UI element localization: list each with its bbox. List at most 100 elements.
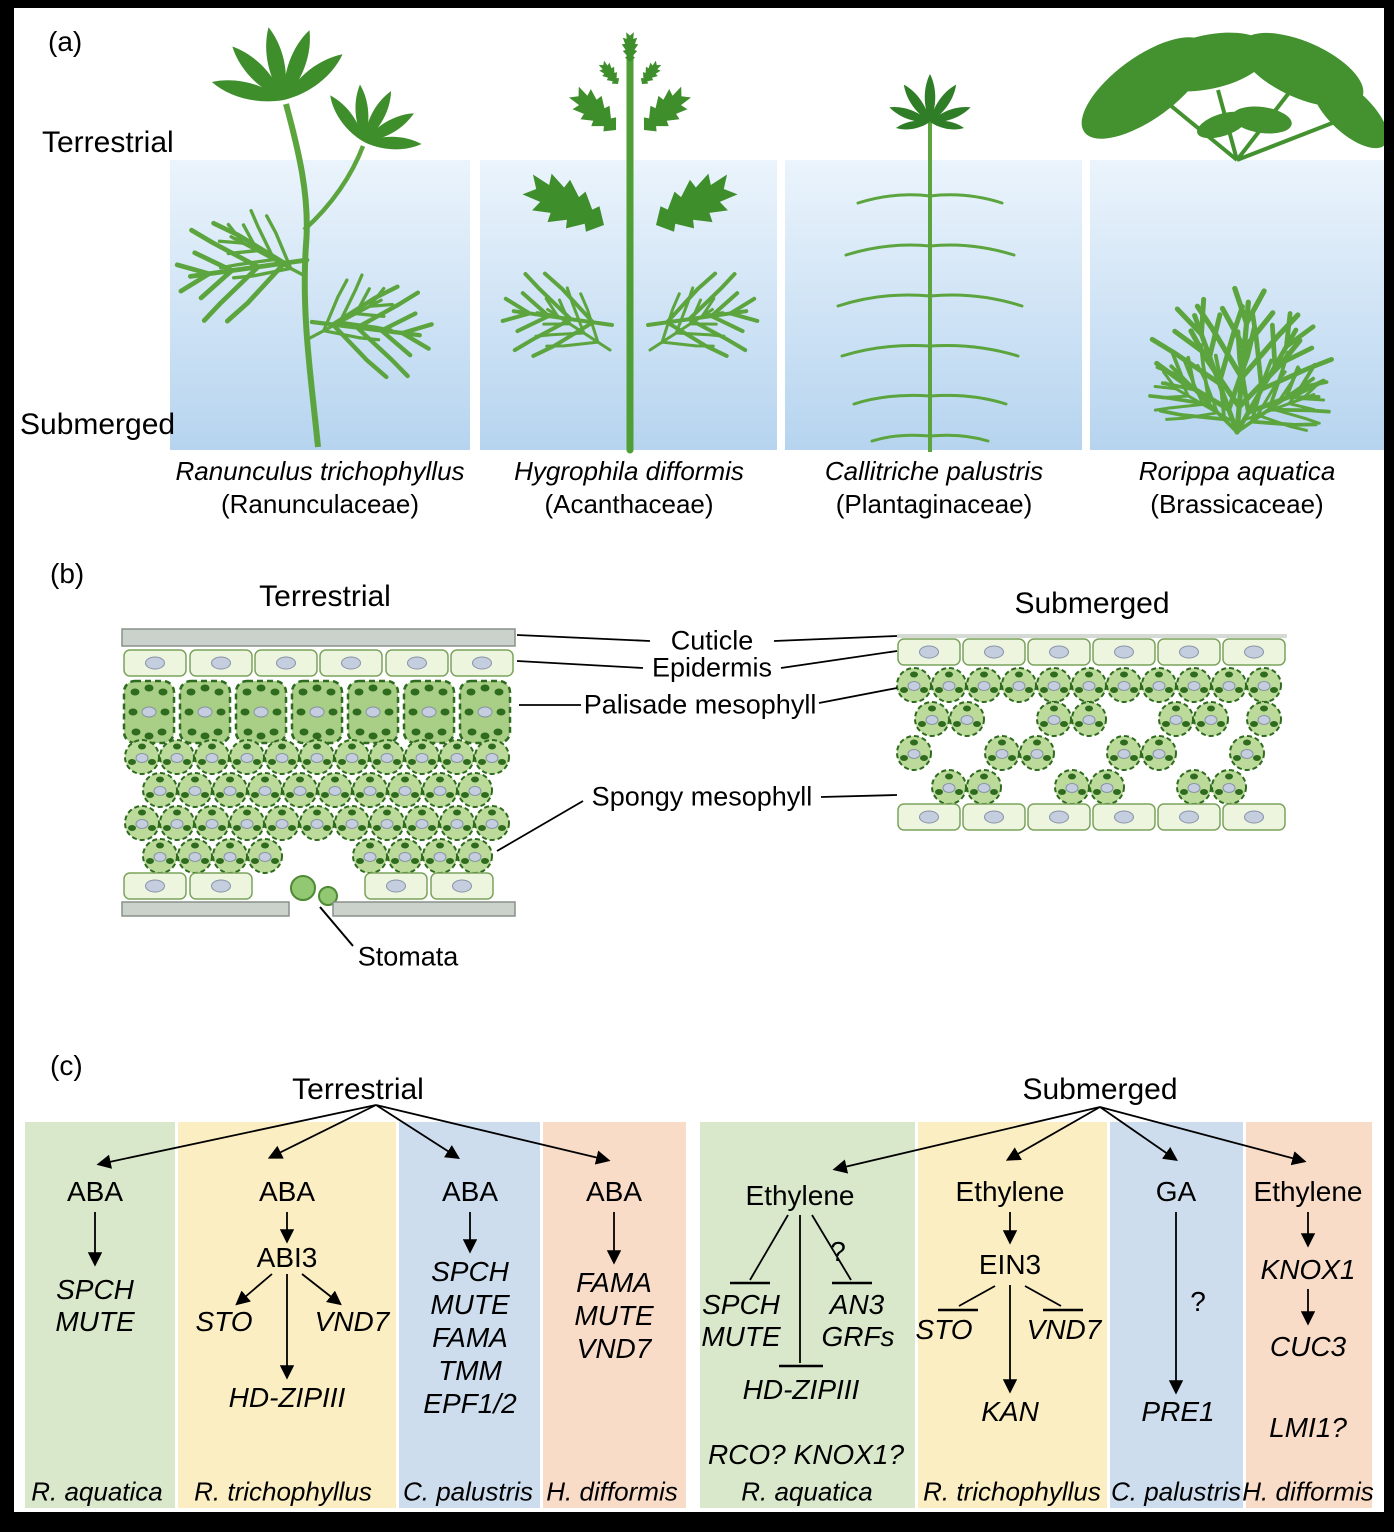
family-name: (Acanthaceae) [544,488,714,519]
lower-epidermis [897,803,1286,831]
gene-mute: MUTE [701,1321,781,1352]
plant-caption-4: Rorippa aquatica (Brassicaceae) [1139,455,1336,520]
spongy-label: Spongy mesophyll [591,781,813,812]
species-label: H. difformis [1242,1476,1374,1507]
palisade-layer [122,679,512,745]
cuticle-layer [121,628,516,647]
stomata-pointer-line [319,906,354,947]
gene-rco-knox1: RCO? KNOX1? [707,1439,905,1470]
node-ethylene: Ethylene [1253,1176,1363,1207]
family-name: (Plantaginaceae) [835,488,1033,519]
thin-cuticle [897,634,1287,638]
node-ethylene: Ethylene [955,1176,1065,1207]
species-label: R. trichophyllus [194,1476,372,1507]
gene-tmm: TMM [438,1355,502,1386]
panel-c-tag: (c) [50,1050,83,1081]
panel-c-submerged-heading: Submerged [1022,1073,1178,1106]
species-label: H. difformis [546,1476,678,1507]
panel-c-terrestrial-heading: Terrestrial [292,1073,424,1106]
upper-epidermis [123,649,514,677]
gene-sto: STO [915,1314,973,1345]
gene-knox1: KNOX1 [1260,1254,1356,1285]
panel-b-terrestrial-heading: Terrestrial [259,580,391,613]
panel-a-illustration [0,0,1388,466]
terrestrial-cross-section [121,628,516,947]
gene-fama: FAMA [432,1322,508,1353]
plant-caption-2: Hygrophila difformis (Acanthaceae) [514,455,744,520]
plant-rorippa-aquatica [1081,32,1388,466]
family-name: (Ranunculaceae) [220,488,420,519]
gene-vnd7: VND7 [1026,1314,1102,1345]
lower-cuticle-left [121,901,290,917]
family-name: (Brassicaceae) [1150,488,1324,519]
panel-a-tag: (a) [48,26,83,57]
species-name: Ranunculus trichophyllus [175,456,465,486]
water-box-1 [170,160,470,450]
plant-ranunculus-trichophyllus [172,13,439,448]
panel-c-arrows [87,1104,1316,1395]
column-terrestrial-r-aquatica [25,1122,175,1508]
node-aba: ABA [585,1176,643,1207]
gene-epf12: EPF1/2 [423,1388,517,1419]
gene-fama: FAMA [576,1267,652,1298]
terrestrial-label: Terrestrial [42,126,174,159]
species-label: C. palustris [1110,1476,1242,1507]
upper-epidermis [897,638,1286,666]
gene-spch: SPCH [56,1274,134,1305]
gene-spch: SPCH [702,1289,780,1320]
palisade-label: Palisade mesophyll [583,689,817,720]
guard-cell [290,875,316,901]
species-label: R. trichophyllus [923,1476,1101,1507]
inhibition-caps [730,1281,1083,1368]
callout-lines [496,634,898,852]
node-abi3: ABI3 [256,1242,318,1273]
plant-callitriche-palustris [836,74,1024,452]
node-aba: ABA [66,1176,124,1207]
guard-cell [318,886,338,906]
panel-b-submerged-heading: Submerged [1014,587,1170,620]
species-name: Rorippa aquatica [1138,456,1336,486]
species-label: C. palustris [402,1476,534,1507]
node-aba: ABA [441,1176,499,1207]
gene-kan: KAN [981,1396,1039,1427]
gene-lmi1: LMI1? [1269,1412,1347,1443]
submerged-label: Submerged [20,408,176,441]
lower-epidermis [123,872,494,906]
gene-vnd7: VND7 [314,1306,390,1337]
gene-mute: MUTE [574,1300,654,1331]
plant-hygrophila-difformis [498,32,761,454]
node-ein3: EIN3 [978,1249,1042,1280]
gene-hd-zipiii: HD-ZIPIII [228,1382,346,1413]
stomata-label: Stomata [357,941,459,972]
lower-cuticle-right [332,901,516,917]
gene-pre1: PRE1 [1141,1396,1215,1427]
plant-caption-1: Ranunculus trichophyllus (Ranunculaceae) [175,455,464,520]
column-terrestrial-h-difformis [543,1122,686,1508]
species-label: R. aquatica [31,1476,163,1507]
gene-spch: SPCH [431,1256,509,1287]
gene-hd-zipiii: HD-ZIPIII [742,1374,860,1405]
gene-vnd7: VND7 [576,1333,652,1364]
epidermis-label: Epidermis [651,652,773,683]
gene-an3: AN3 [829,1289,885,1320]
gene-cuc3: CUC3 [1269,1331,1347,1362]
inhibition-lines [749,1214,1062,1363]
gene-sto: STO [195,1306,253,1337]
panel-b-tag: (b) [50,558,85,589]
spongy-layer [124,739,510,874]
column-submerged-r-trichophyllus [918,1122,1107,1508]
panel-b-illustration [121,628,1287,947]
species-name: Hygrophila difformis [514,456,744,486]
uncertainty-mark: ? [1190,1286,1206,1317]
gene-mute: MUTE [55,1306,135,1337]
gene-mute: MUTE [430,1289,510,1320]
node-ethylene: Ethylene [745,1180,855,1211]
uncertainty-mark: ? [830,1236,846,1267]
species-name: Callitriche palustris [824,456,1044,486]
plant-caption-3: Callitriche palustris (Plantaginaceae) [825,455,1043,520]
gene-grfs: GRFs [821,1321,895,1352]
column-terrestrial-c-palustris [399,1122,540,1508]
submerged-cross-section [896,634,1287,831]
species-label: R. aquatica [741,1476,873,1507]
column-submerged-r-aquatica [700,1122,915,1508]
